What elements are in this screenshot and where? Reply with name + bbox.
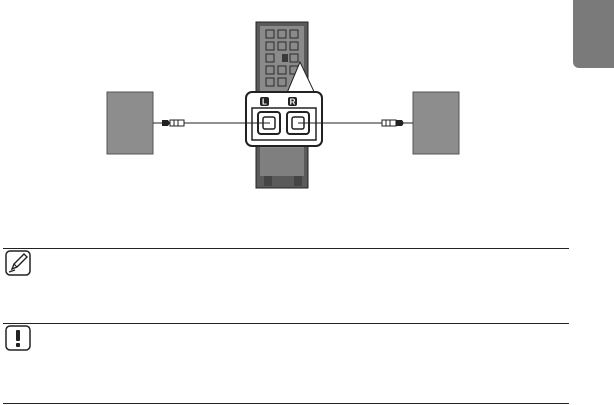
pencil-note-icon [5, 250, 31, 276]
note-top-rule [3, 248, 569, 249]
right-speaker [412, 91, 460, 155]
caution-top-rule [3, 323, 569, 324]
speaker-terminal-callout [245, 91, 323, 147]
right-speaker-cable [298, 119, 413, 127]
left-channel-label: L [262, 98, 267, 107]
caution-exclamation-icon [5, 325, 31, 351]
right-channel-label: R [290, 98, 296, 107]
left-speaker [106, 91, 154, 155]
left-speaker-cable [153, 119, 270, 127]
bottom-rule [3, 403, 569, 404]
speaker-connection-diagram: L R [106, 21, 460, 189]
chapter-tab [573, 0, 614, 68]
